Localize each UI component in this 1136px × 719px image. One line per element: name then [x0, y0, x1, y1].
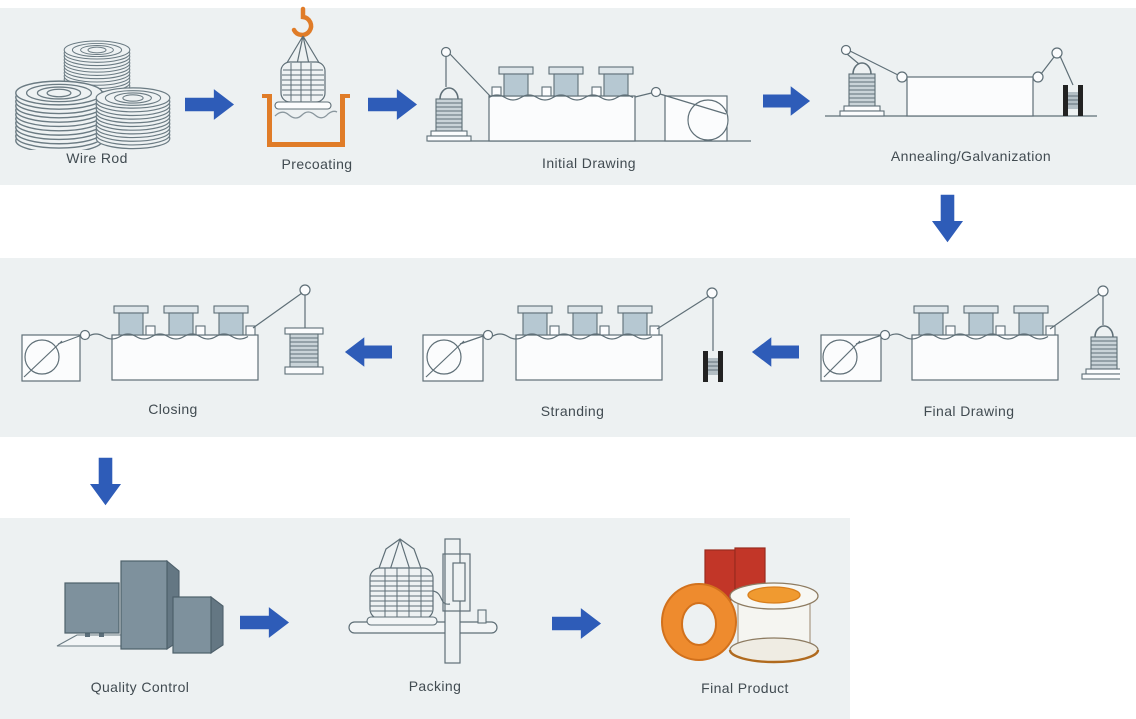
step-label: Annealing/Galvanization: [890, 148, 1052, 164]
step-precoating: Precoating: [247, 4, 387, 172]
flow-arrow-right-icon: [185, 89, 235, 120]
step-label: Stranding: [540, 403, 605, 419]
stranding-machine-icon: [422, 287, 724, 383]
step-label: Precoating: [281, 156, 353, 172]
step-packing: Packing: [340, 533, 530, 694]
flow-arrow-right-icon: [763, 86, 811, 116]
step-closing: Closing: [18, 283, 328, 417]
closing-machine-icon: [21, 284, 324, 382]
step-final-product: Final Product: [645, 538, 845, 696]
flow-arrow-right-icon: [368, 89, 418, 120]
drawing-machine-icon: [820, 285, 1120, 382]
step-quality-control: Quality Control: [45, 545, 235, 695]
flow-arrow-right-icon: [552, 608, 602, 639]
flow-arrow-down-icon: [89, 457, 122, 506]
step-wire-rod: Wire Rod: [12, 38, 182, 166]
boxed-coil-reel-icon: [661, 547, 820, 664]
step-annealing-galvanization: Annealing/Galvanization: [825, 38, 1117, 164]
step-stranding: Stranding: [420, 283, 725, 419]
step-label: Quality Control: [90, 679, 190, 695]
step-label: Initial Drawing: [542, 155, 636, 171]
flow-arrow-left-icon: [751, 337, 799, 367]
coil-wrapping-machine-icon: [348, 538, 498, 664]
flow-arrow-right-icon: [240, 607, 290, 638]
drawing-machine-icon: [426, 46, 751, 142]
flow-arrow-down-icon: [931, 194, 964, 243]
coil-dipping-tub-icon: [262, 6, 350, 147]
step-initial-drawing: Initial Drawing: [423, 40, 755, 171]
step-label: Wire Rod: [66, 150, 128, 166]
monitor-cabinets-icon: [56, 559, 224, 655]
step-label: Closing: [148, 401, 198, 417]
step-label: Packing: [408, 678, 462, 694]
step-label: Final Product: [701, 680, 789, 696]
wire-rod-coils-icon: [15, 40, 171, 150]
annealing-furnace-icon: [825, 44, 1097, 117]
step-final-drawing: Final Drawing: [818, 283, 1120, 419]
step-label: Final Drawing: [923, 403, 1015, 419]
flow-arrow-left-icon: [344, 337, 392, 367]
